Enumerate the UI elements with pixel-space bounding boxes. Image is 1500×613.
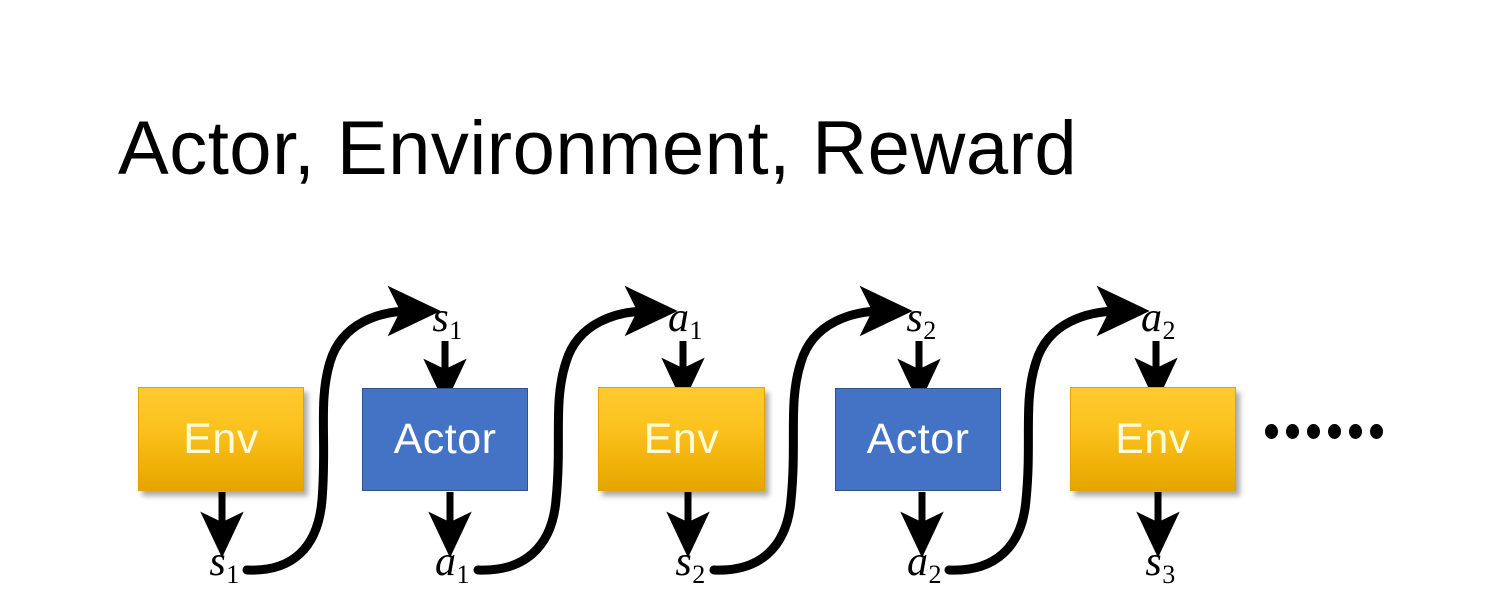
node-actor-1-label: Actor [393, 415, 497, 463]
node-actor-2[interactable]: Actor [835, 388, 1001, 491]
label-state-s2-top: s2 [906, 295, 936, 343]
label-action-a1-top: a1 [667, 295, 703, 343]
label-state-s1-bottom-sub: 1 [226, 559, 240, 589]
node-env-1-label: Env [183, 414, 259, 463]
curve-s1-bottom-to-s1-top [242, 285, 441, 575]
label-state-s1-top-base: s [432, 295, 449, 341]
label-action-a2-top-base: a [1140, 295, 1162, 341]
ellipsis-dot [1349, 424, 1362, 439]
page-title: Actor, Environment, Reward [118, 106, 1078, 191]
curve-a2-bottom-to-a2-top [944, 285, 1150, 575]
label-state-s3-bottom: s3 [1145, 539, 1175, 587]
ellipsis-dot [1286, 424, 1299, 439]
label-action-a2-top: a2 [1140, 295, 1176, 343]
label-state-s2-bottom-base: s [675, 539, 692, 585]
node-env-3-label: Env [1115, 414, 1191, 463]
label-action-a1-top-base: a [667, 295, 689, 341]
node-env-2-label: Env [643, 414, 720, 463]
ellipsis-dot [1265, 424, 1278, 439]
curve-s2-bottom-to-s2-top [709, 285, 913, 575]
label-state-s1-bottom: s1 [209, 539, 239, 587]
label-state-s3-bottom-sub: 3 [1162, 559, 1176, 589]
label-action-a2-top-sub: 2 [1162, 315, 1176, 345]
label-action-a1-top-sub: 1 [689, 315, 703, 345]
label-action-a1-bottom-sub: 1 [456, 559, 470, 589]
label-state-s2-bottom-sub: 2 [692, 559, 706, 589]
label-state-s2-top-base: s [906, 295, 923, 341]
label-state-s1-bottom-base: s [209, 539, 226, 585]
label-action-a1-bottom-base: a [434, 539, 456, 585]
ellipsis-dot [1307, 424, 1320, 439]
label-action-a2-bottom-base: a [906, 539, 928, 585]
label-action-a2-bottom: a2 [906, 539, 942, 587]
node-env-2[interactable]: Env [598, 387, 765, 491]
ellipsis-dot [1328, 424, 1341, 439]
label-action-a1-bottom: a1 [434, 539, 470, 587]
ellipsis-dot [1370, 424, 1383, 439]
ellipsis-continuation [1265, 424, 1383, 439]
label-action-a2-bottom-sub: 2 [928, 559, 942, 589]
node-actor-1[interactable]: Actor [362, 388, 528, 491]
node-env-3[interactable]: Env [1070, 387, 1236, 491]
label-state-s3-bottom-base: s [1145, 539, 1162, 585]
label-state-s1-top: s1 [432, 295, 462, 343]
label-state-s2-top-sub: 2 [923, 315, 937, 345]
label-state-s1-top-sub: 1 [449, 315, 463, 345]
node-env-1[interactable]: Env [138, 387, 304, 491]
curve-a1-bottom-to-a1-top [473, 285, 678, 575]
label-state-s2-bottom: s2 [675, 539, 705, 587]
node-actor-2-label: Actor [866, 415, 970, 463]
